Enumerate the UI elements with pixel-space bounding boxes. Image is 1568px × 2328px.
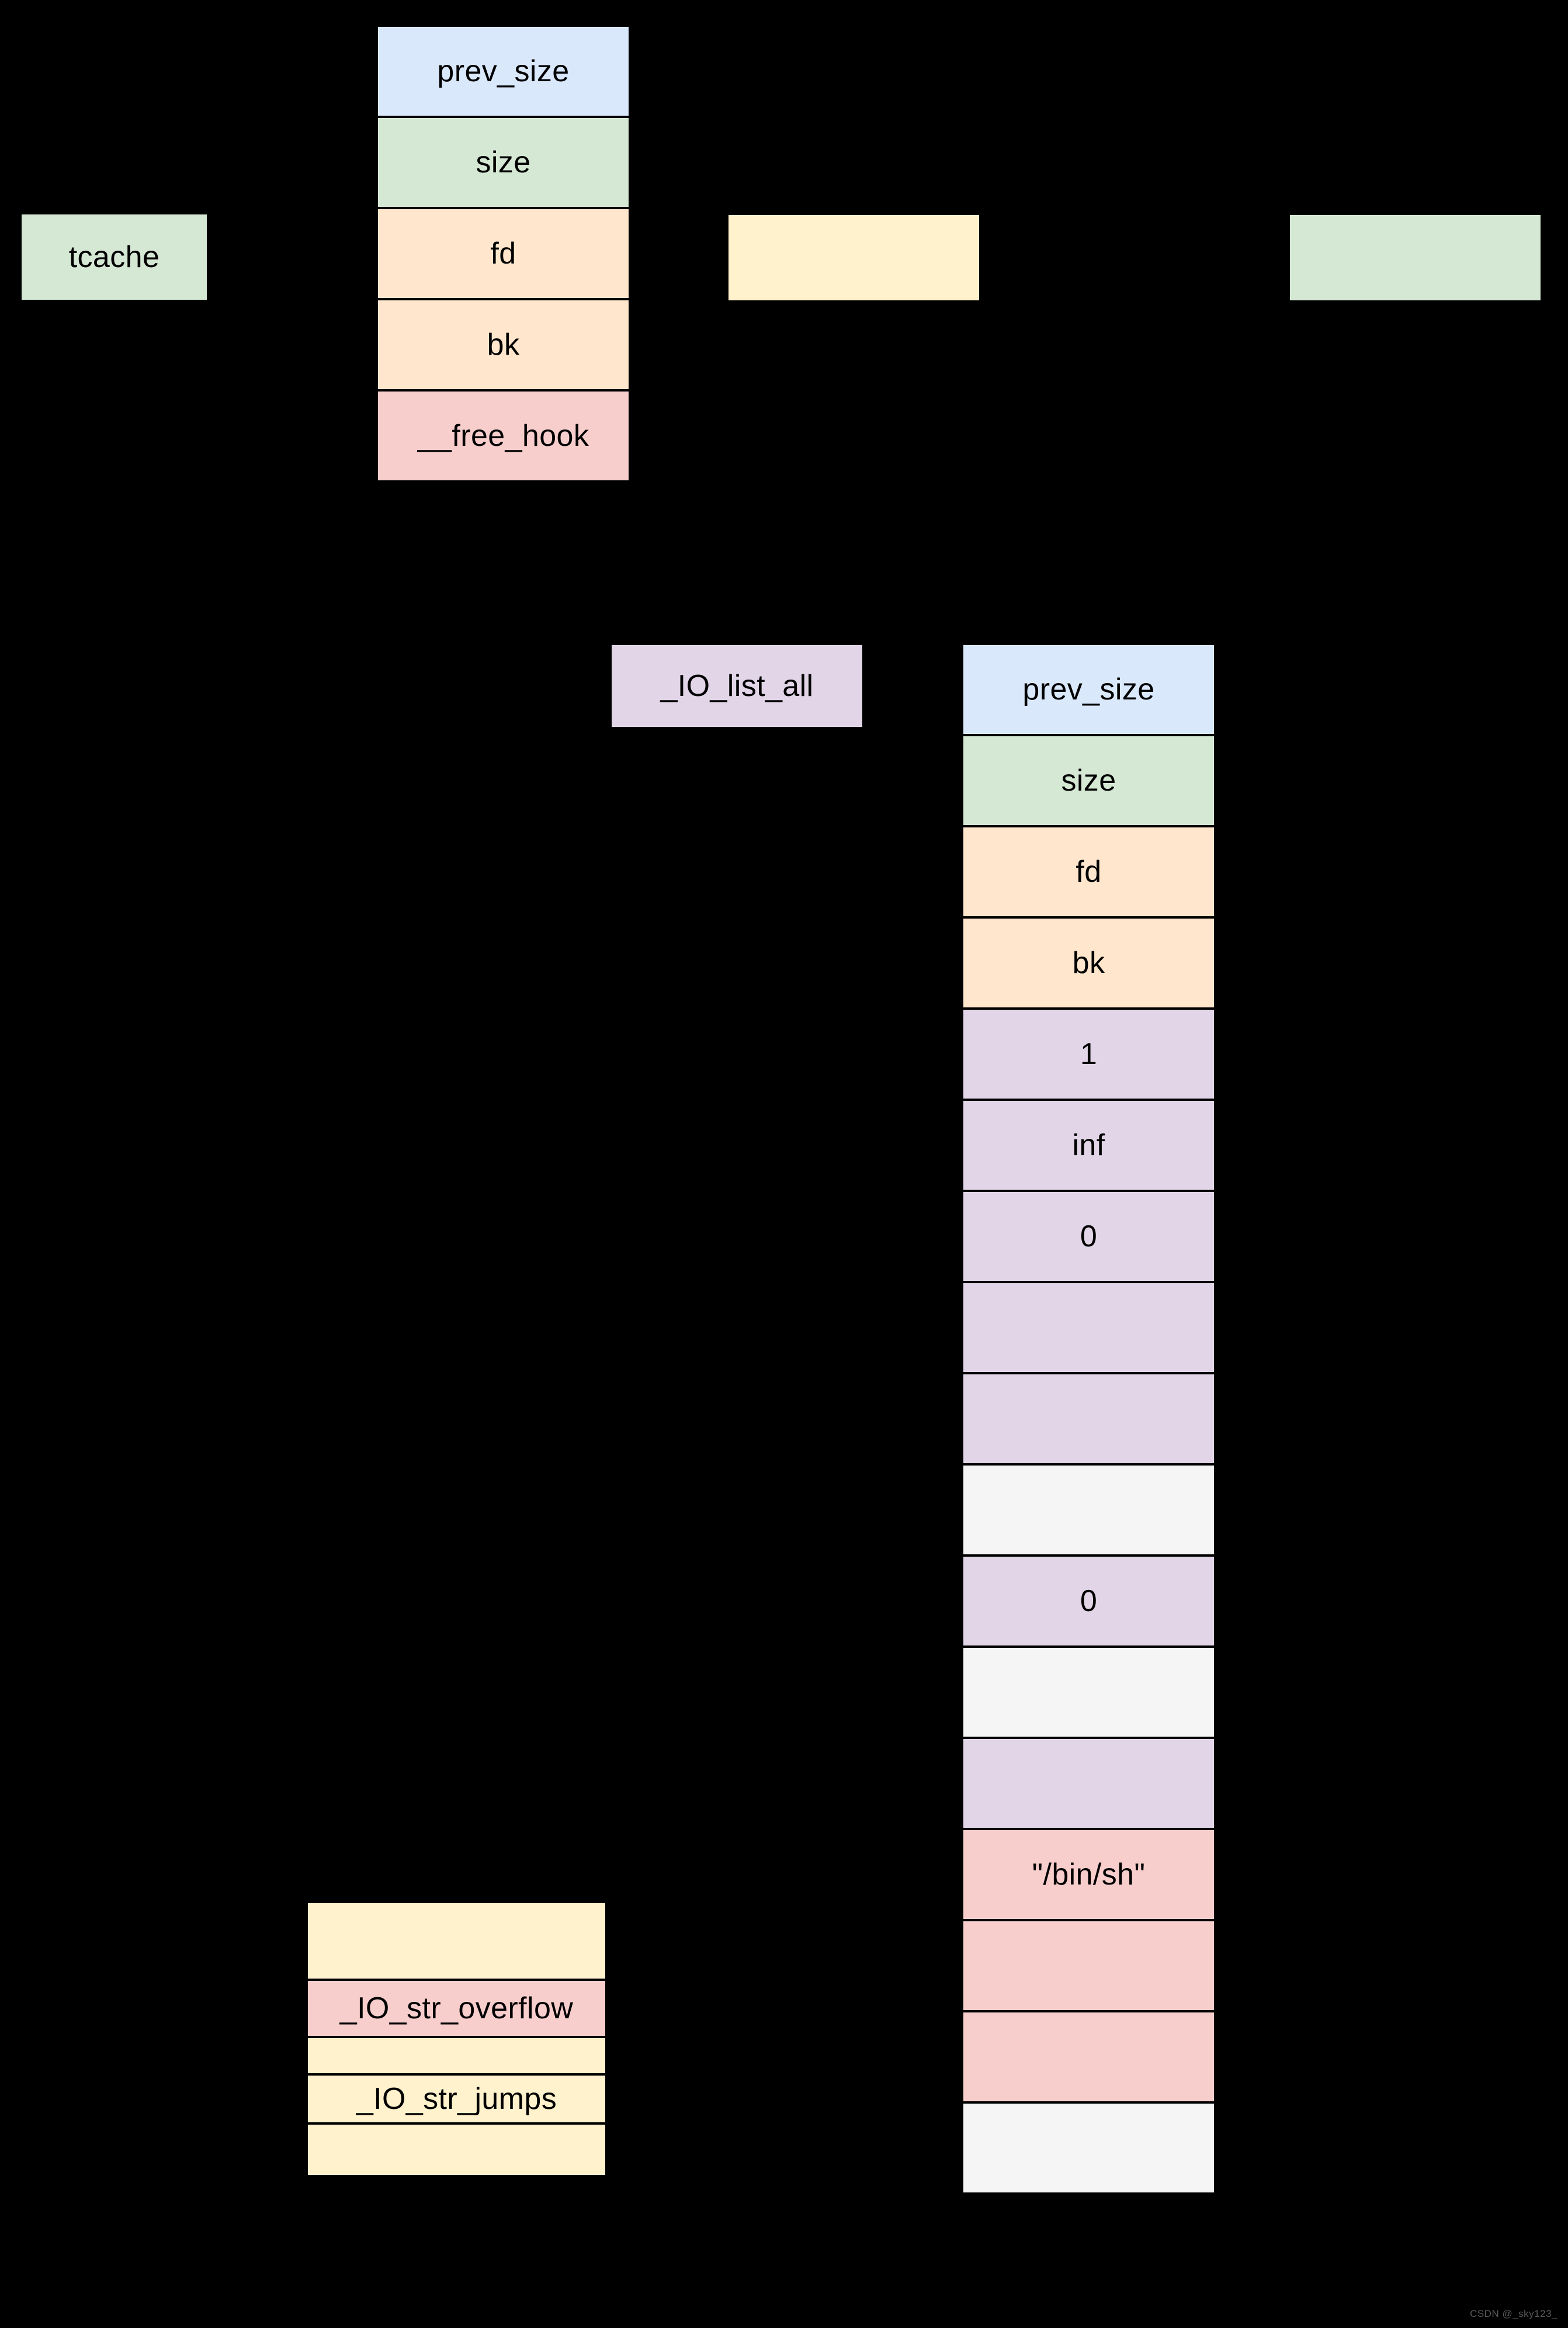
chunk-cell-label-1: size — [476, 145, 531, 179]
io-list-all-box: _IO_list_all — [609, 643, 865, 729]
watermark: CSDN @_sky123_ — [1470, 2308, 1557, 2319]
fake-file-cell-8 — [961, 1372, 1216, 1466]
fake-file-cell-4: 1 — [961, 1007, 1216, 1101]
tcache-box: tcache — [19, 212, 209, 302]
tcache-label: tcache — [68, 240, 160, 274]
fake-file-cell-0: prev_size — [961, 643, 1216, 736]
fake-file-cell-12 — [961, 1737, 1216, 1830]
io-list-all-label: _IO_list_all — [660, 668, 814, 703]
fake-file-cell-16 — [961, 2101, 1216, 2195]
chunk-cell-4: __free_hook — [376, 389, 631, 483]
vtable-cell-0 — [306, 1901, 608, 1981]
fake-file-cell-label-3: bk — [1072, 945, 1105, 980]
fake-file-cell-2: fd — [961, 825, 1216, 919]
fake-file-cell-label-6: 0 — [1080, 1219, 1098, 1253]
vtable-column: _IO_str_overflow _IO_str_jumps — [306, 1901, 608, 2177]
chunk-cell-2: fd — [376, 207, 631, 300]
vtable-cell-2 — [306, 2036, 608, 2076]
fake-file-cell-label-10: 0 — [1080, 1584, 1098, 1618]
fake-file-cell-5: inf — [961, 1099, 1216, 1192]
fake-file-cell-15 — [961, 2010, 1216, 2104]
fake-file-cell-label-13: "/bin/sh" — [1032, 1857, 1146, 1892]
fake-file-cell-label-0: prev_size — [1022, 672, 1155, 706]
fake-file-cell-label-4: 1 — [1080, 1037, 1098, 1071]
chunk-cell-label-3: bk — [487, 327, 520, 362]
fake-file-cell-3: bk — [961, 916, 1216, 1010]
vtable-cell-4 — [306, 2122, 608, 2177]
fake-file-cell-1: size — [961, 734, 1216, 827]
fake-file-cell-14 — [961, 1919, 1216, 2012]
fake-file-cell-label-5: inf — [1072, 1128, 1105, 1162]
vtable-cell-label-3: _IO_str_jumps — [356, 2081, 557, 2116]
chunk-cell-label-4: __free_hook — [417, 418, 589, 453]
chunk-cell-label-0: prev_size — [437, 54, 570, 88]
vtable-cell-3: _IO_str_jumps — [306, 2073, 608, 2125]
vtable-cell-label-1: _IO_str_overflow — [339, 1991, 574, 2025]
chunk-cell-1: size — [376, 116, 631, 209]
top-blank-yellow-box — [726, 213, 981, 303]
fake-file-cell-9 — [961, 1463, 1216, 1557]
fake-file-cell-label-1: size — [1061, 763, 1116, 798]
chunk-cell-3: bk — [376, 298, 631, 392]
fake-file-cell-label-2: fd — [1076, 854, 1102, 889]
chunk-cell-0: prev_size — [376, 25, 631, 118]
fake-file-cell-13: "/bin/sh" — [961, 1828, 1216, 1921]
vtable-cell-1: _IO_str_overflow — [306, 1979, 608, 2038]
fake-file-cell-7 — [961, 1281, 1216, 1374]
chunk-cell-label-2: fd — [490, 236, 516, 271]
fake-file-cell-6: 0 — [961, 1190, 1216, 1283]
fake-file-cell-11 — [961, 1645, 1216, 1739]
fake-file-cell-10: 0 — [961, 1554, 1216, 1648]
top-blank-green-box — [1288, 213, 1543, 303]
